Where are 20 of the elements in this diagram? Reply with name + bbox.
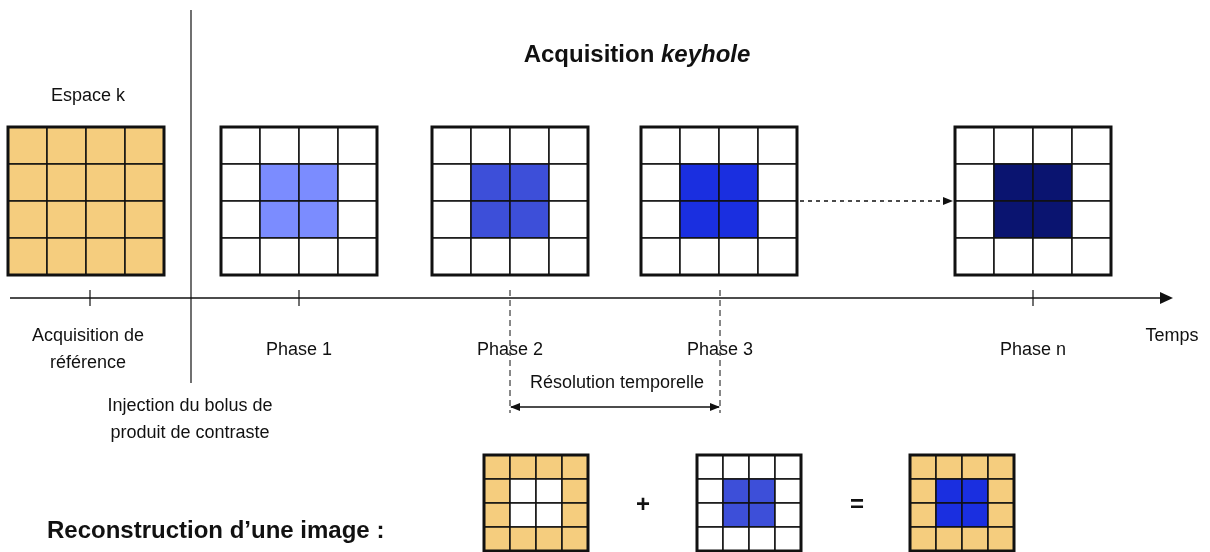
phase-label: Phase 1 [265, 338, 333, 361]
section-heading: Reconstruction d’une image : [47, 515, 385, 545]
phase-label: Phase 3 [686, 338, 754, 361]
grid-heading: Espace k [51, 84, 125, 107]
k-space-grid-drawing [639, 125, 799, 277]
k-space-grid-drawing [482, 453, 590, 552]
k-space-grid-drawing [219, 125, 379, 277]
k-space-grid-drawing [953, 125, 1113, 277]
phase-label: Phase 2 [476, 338, 544, 361]
phase-label: Phase n [999, 338, 1067, 361]
operator-sign: = [850, 489, 864, 519]
axis-label: Acquisition de référence [30, 324, 146, 374]
operator-sign: + [636, 489, 650, 519]
title: Acquisition keyhole [523, 39, 751, 69]
arrow [799, 197, 953, 205]
k-space-grid-drawing [430, 125, 590, 277]
axis-title: Temps [1145, 324, 1199, 347]
k-space-grid-drawing [695, 453, 803, 552]
event-label: Injection du bolus de produit de contraste [106, 394, 274, 444]
k-space-grid-drawing [908, 453, 1016, 552]
